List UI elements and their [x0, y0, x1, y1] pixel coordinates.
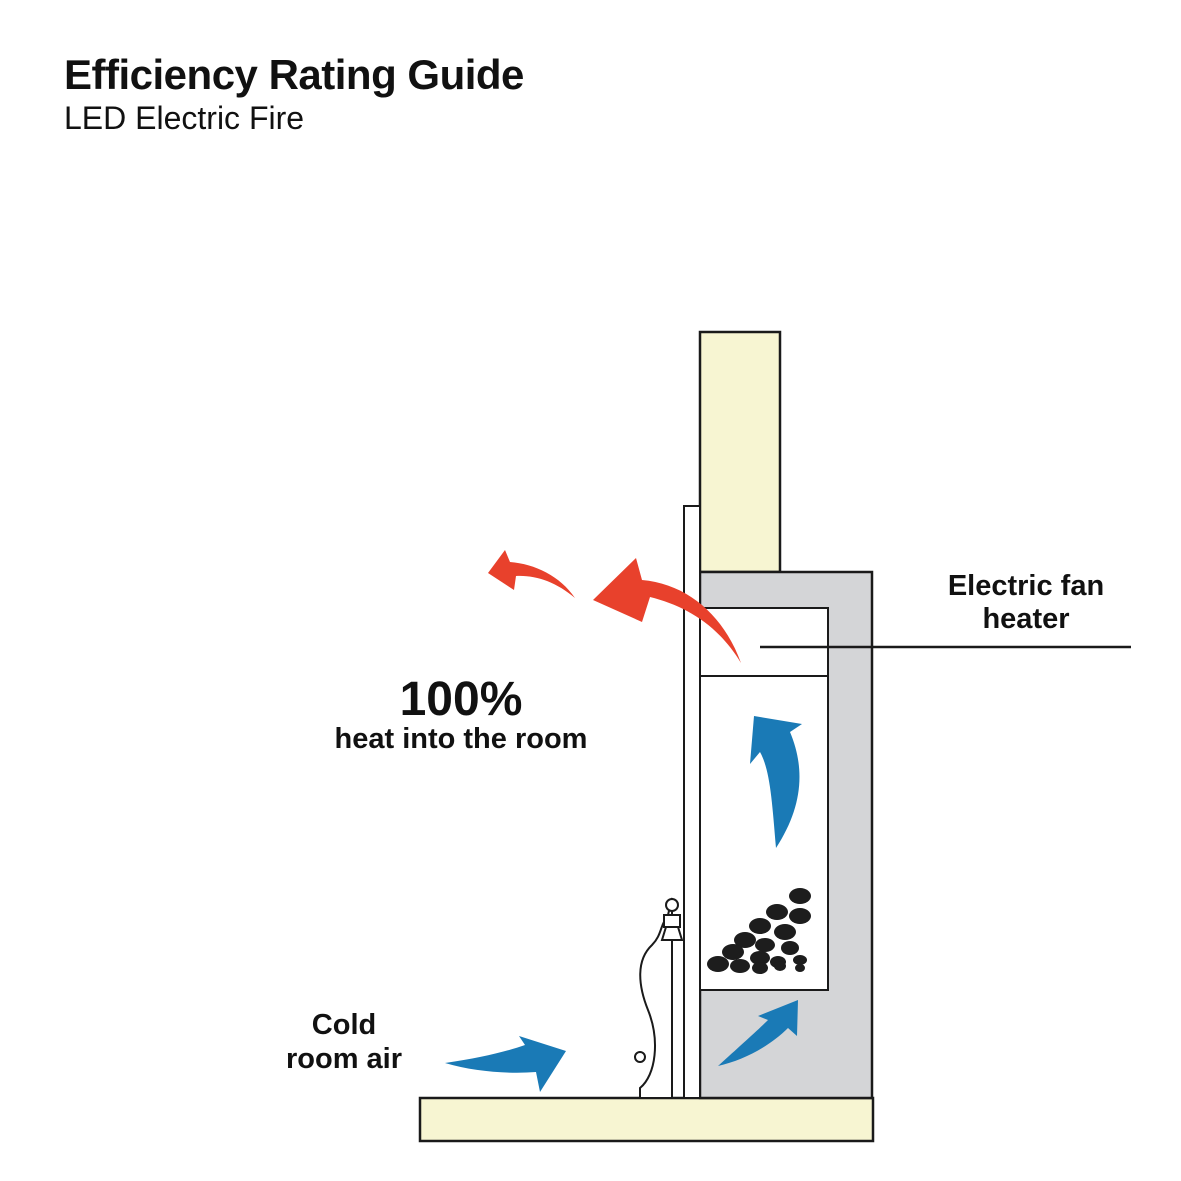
- cold-air-arrow: [445, 1036, 566, 1092]
- mantel-panel: [683, 505, 701, 1099]
- fan-heater-label-line1: Electric fan: [948, 570, 1104, 602]
- chimney-breast: [698, 330, 782, 574]
- hot-air-arrow-small: [488, 550, 575, 598]
- fan-heater-label-line2: heater: [982, 603, 1069, 635]
- efficiency-percent: 100%: [400, 673, 523, 726]
- page-title: Efficiency Rating Guide: [64, 51, 524, 98]
- mantel-leg-ornament: [634, 897, 684, 1099]
- coal-bed: [707, 888, 811, 974]
- efficiency-caption: heat into the room: [335, 723, 588, 755]
- cold-air-label-line1: Cold: [312, 1009, 376, 1041]
- intake-air-arrow: [718, 1000, 798, 1066]
- cold-air-label-line2: room air: [286, 1043, 402, 1075]
- rising-warm-air-arrow: [750, 716, 802, 848]
- page-subtitle: LED Electric Fire: [64, 100, 305, 136]
- hearth-slab: [418, 1096, 875, 1143]
- hot-air-arrow-large: [593, 558, 741, 663]
- fan-heater-compartment: [699, 607, 829, 677]
